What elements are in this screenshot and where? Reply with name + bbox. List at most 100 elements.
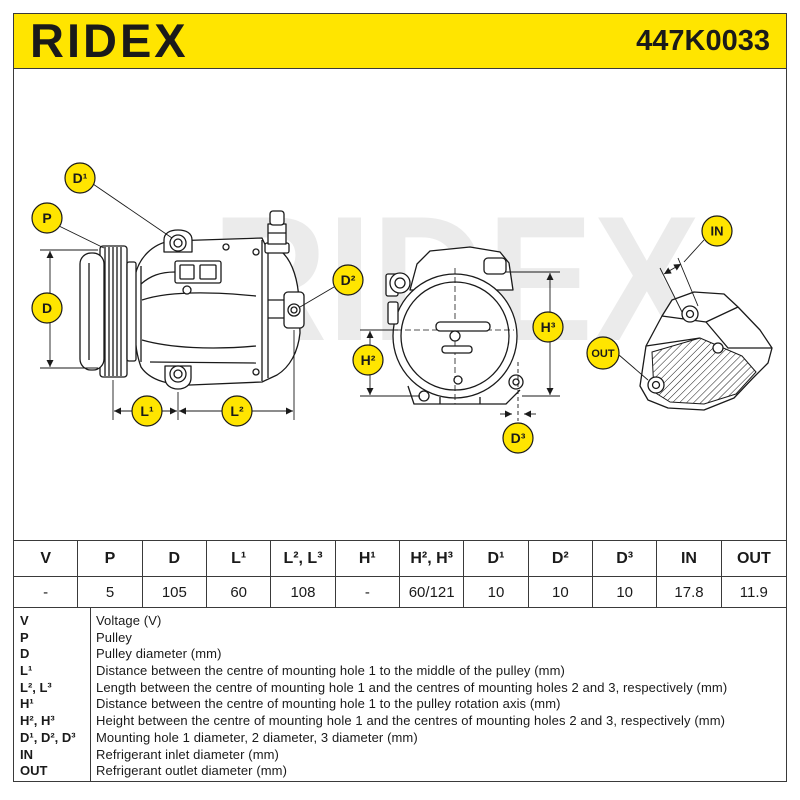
spec-value-d3: 10 xyxy=(593,576,658,608)
spec-value-d: 105 xyxy=(142,576,207,608)
connector-plug xyxy=(179,264,195,280)
label-text: D xyxy=(42,300,52,316)
label-in: IN xyxy=(701,215,733,247)
spec-header-h1: H¹ xyxy=(335,540,400,576)
spec-value-v: - xyxy=(14,576,79,608)
legend-desc: Distance between the centre of mounting … xyxy=(96,663,565,679)
mounting-hole-lower-bore xyxy=(173,369,183,379)
legend-abbr: L², L³ xyxy=(20,679,52,695)
legend-desc: Voltage (V) xyxy=(96,613,162,628)
front-port-bore xyxy=(394,277,406,289)
spec-value-out: 11.9 xyxy=(721,576,786,608)
rear-pipe xyxy=(268,299,284,319)
legend-desc: Distance between the centre of mounting … xyxy=(96,696,561,712)
legend-row: H², H³ Height between the centre of moun… xyxy=(14,713,786,730)
spec-value-d2: 10 xyxy=(528,576,593,608)
legend-abbr: H¹ xyxy=(20,696,34,712)
mounting-hole-3-bore xyxy=(512,378,520,386)
front-slot-upper xyxy=(435,321,491,332)
legend-abbr: V xyxy=(20,613,29,628)
connector-clip xyxy=(182,285,192,295)
label-bubble xyxy=(532,311,564,343)
housing-bolt xyxy=(252,368,260,376)
label-d2: D² xyxy=(332,264,364,296)
label-out: OUT xyxy=(586,336,620,370)
spec-value-d1: 10 xyxy=(464,576,529,608)
legend-desc: Pulley xyxy=(96,629,133,645)
dim-in-line xyxy=(663,263,682,275)
spec-value-l2-l3: 108 xyxy=(271,576,336,608)
outlet-port-bore xyxy=(651,380,661,390)
compressor-side-view xyxy=(79,210,305,390)
label-l1: L¹ xyxy=(131,395,163,427)
hatched-section xyxy=(651,337,757,405)
legend-desc: Length between the centre of mounting ho… xyxy=(96,679,728,695)
legend-row: L², L³ Length between the centre of moun… xyxy=(14,680,786,697)
front-side-boss xyxy=(387,301,399,325)
mounting-hole-2-bore xyxy=(290,306,298,314)
front-hub xyxy=(449,330,461,342)
dim-in-ext-right xyxy=(677,257,699,307)
leader-in xyxy=(683,239,705,263)
label-bubble xyxy=(64,162,96,194)
label-text: H³ xyxy=(541,319,556,335)
brand-logo: RIDEX xyxy=(30,14,189,67)
spec-header-out: OUT xyxy=(721,540,786,576)
header-bar: RIDEX 447K0033 xyxy=(14,14,786,69)
body-contour-lower xyxy=(141,339,257,349)
spec-value-h1: - xyxy=(335,576,400,608)
compressor-front-view xyxy=(385,246,524,405)
legend-abbr: H², H³ xyxy=(20,713,55,729)
technical-drawing: RIDEX xyxy=(31,162,773,454)
label-h2: H² xyxy=(352,344,384,376)
spec-table: V P D L¹ L², L³ H¹ H², H³ D¹ D² D³ IN OU… xyxy=(14,540,786,608)
legend-row: V Voltage (V) xyxy=(14,613,786,630)
spec-value-p: 5 xyxy=(78,576,143,608)
pulley-front-plate xyxy=(79,252,105,371)
label-text: L² xyxy=(230,403,244,419)
detail-edge-left xyxy=(645,337,701,347)
label-text: D³ xyxy=(511,430,526,446)
label-bubble xyxy=(352,344,384,376)
port-detail-view xyxy=(639,291,773,411)
mounting-hole-1-bore xyxy=(173,238,183,248)
legend-abbr: D¹, D², D³ xyxy=(20,729,76,745)
label-bubble xyxy=(701,215,733,247)
label-bubble xyxy=(586,336,620,370)
leader-d1 xyxy=(92,183,173,239)
spec-header-v: V xyxy=(14,540,79,576)
leader-p xyxy=(58,225,105,249)
datasheet-frame: RIDEX 447K0033 RIDEX xyxy=(13,13,787,782)
drawing-area: RIDEX xyxy=(14,69,786,540)
label-text: D² xyxy=(341,272,356,288)
legend-row: L¹ Distance between the centre of mounti… xyxy=(14,663,786,680)
front-top-lug xyxy=(483,257,507,275)
housing-bolt xyxy=(222,243,230,251)
label-h3: H³ xyxy=(532,311,564,343)
label-bubble xyxy=(221,395,253,427)
label-text: L¹ xyxy=(140,403,154,419)
legend-abbr: OUT xyxy=(20,763,48,779)
label-text: D¹ xyxy=(73,170,88,186)
housing-bolt xyxy=(252,248,260,256)
spec-value-l1: 60 xyxy=(207,576,272,608)
label-bubble xyxy=(131,395,163,427)
leader-d2 xyxy=(299,286,335,308)
legend-row: OUT Refrigerant outlet diameter (mm) xyxy=(14,763,786,780)
label-d3: D³ xyxy=(502,422,534,454)
label-bubble xyxy=(502,422,534,454)
legend-row: IN Refrigerant inlet diameter (mm) xyxy=(14,747,786,764)
label-p: P xyxy=(31,202,63,234)
spec-header-d2: D² xyxy=(528,540,593,576)
front-drain-plug xyxy=(453,375,463,385)
label-l2: L² xyxy=(221,395,253,427)
spec-value-h2-h3: 60/121 xyxy=(400,576,465,608)
inlet-port-bore xyxy=(685,309,695,319)
spec-header-d: D xyxy=(142,540,207,576)
clutch-hub xyxy=(126,261,137,362)
spec-header-d3: D³ xyxy=(593,540,658,576)
spec-header-p: P xyxy=(78,540,143,576)
legend-abbr: IN xyxy=(20,746,33,762)
legend-desc: Mounting hole 1 diameter, 2 diameter, 3 … xyxy=(96,729,418,745)
